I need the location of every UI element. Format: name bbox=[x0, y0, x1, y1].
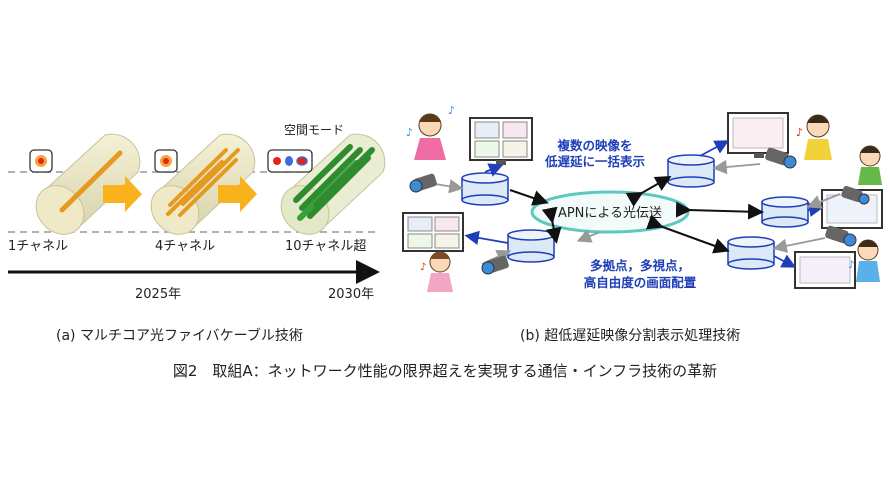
monitor-bottom-right bbox=[794, 251, 856, 289]
note-top-line-1: 複数の映像を bbox=[556, 138, 632, 153]
note-bottom-line-1: 多拠点，多視点， bbox=[590, 258, 690, 273]
channel-label-10: 10チャネル超 bbox=[285, 239, 366, 254]
spatial-mode-label: 空間モード bbox=[284, 123, 344, 137]
channel-label-1: 1チャネル bbox=[8, 239, 68, 254]
server-1 bbox=[461, 172, 509, 206]
camera-icon bbox=[825, 225, 857, 247]
server-2 bbox=[507, 229, 555, 263]
person-icon: ♪ bbox=[420, 251, 453, 292]
panel-a-fiber-diagram bbox=[8, 133, 386, 284]
channel-label-4: 4チャネル bbox=[155, 239, 215, 254]
svg-text:♪: ♪ bbox=[406, 126, 413, 139]
monitor-top-right bbox=[727, 112, 789, 158]
year-label-2030: 2030年 bbox=[328, 287, 374, 302]
server-4 bbox=[761, 196, 809, 228]
figure-title: 図2 取組A：ネットワーク性能の限界超えを実現する通信・インフラ技術の革新 bbox=[172, 362, 718, 380]
note-top-line-2: 低遅延に一括表示 bbox=[544, 154, 646, 169]
camera-icon bbox=[765, 147, 797, 169]
fiber-10-channel bbox=[267, 133, 386, 235]
person-icon: ♪ bbox=[848, 239, 880, 282]
caption-panel-a: (a) マルチコア光ファイバケーブル技術 bbox=[56, 328, 303, 344]
monitor-left bbox=[402, 212, 464, 252]
apn-label: APNによる光伝送 bbox=[558, 206, 662, 221]
server-5 bbox=[727, 236, 775, 270]
progress-arrow-1 bbox=[103, 176, 142, 212]
camera-icon bbox=[841, 185, 870, 205]
fiber-4-channel bbox=[150, 133, 256, 235]
person-icon: ♪ bbox=[796, 114, 832, 160]
diagram-canvas: ♪♪ ♪ ♪ ♪ 1チャネル 4チャネル 10チャネル超 空間モード 2 bbox=[8, 104, 883, 302]
progress-arrow-2 bbox=[218, 176, 257, 212]
fiber-1-channel bbox=[29, 133, 141, 235]
server-3 bbox=[667, 154, 715, 188]
svg-text:♪: ♪ bbox=[796, 126, 803, 139]
panel-b-network-diagram: ♪♪ ♪ ♪ ♪ bbox=[402, 104, 883, 292]
camera-icon bbox=[409, 173, 437, 193]
person-icon: ♪♪ bbox=[406, 104, 455, 160]
note-bottom-line-2: 高自由度の画面配置 bbox=[584, 275, 697, 290]
svg-text:♪: ♪ bbox=[448, 104, 455, 117]
caption-panel-b: (b) 超低遅延映像分割表示処理技術 bbox=[520, 328, 741, 344]
monitor-top-left bbox=[469, 117, 533, 165]
svg-text:♪: ♪ bbox=[420, 262, 426, 273]
year-label-2025: 2025年 bbox=[135, 287, 181, 302]
camera-icon bbox=[481, 255, 509, 275]
person-icon bbox=[858, 145, 882, 185]
svg-text:♪: ♪ bbox=[848, 260, 854, 271]
